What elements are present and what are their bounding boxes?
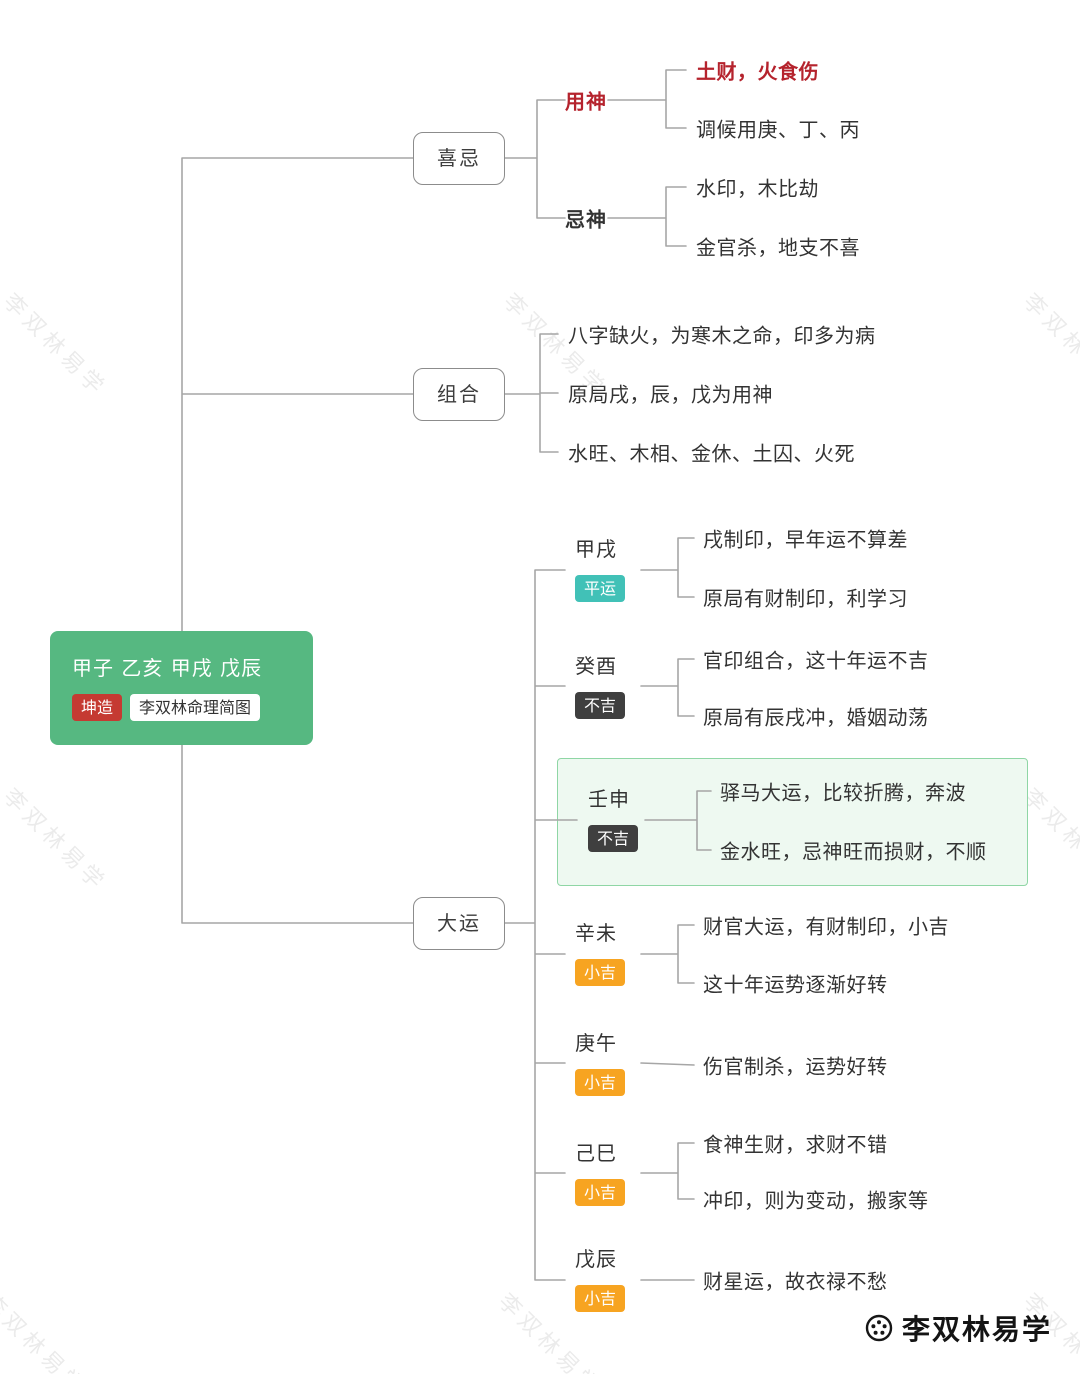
leaf-jishen-1: 水印，木比劫 xyxy=(696,176,819,201)
status-badge: 不吉 xyxy=(575,692,626,719)
branch-zuhe: 组合 xyxy=(413,368,505,421)
leaf-jisi-2: 冲印，则为变动，搬家等 xyxy=(703,1188,929,1213)
leaf-wuchen-1: 财星运，故衣禄不愁 xyxy=(703,1269,888,1294)
root-node: 甲子 乙亥 甲戌 戊辰 坤造 李双林命理简图 xyxy=(50,631,313,745)
leaf-renshen-1: 驿马大运，比较折腾，奔波 xyxy=(720,780,966,805)
status-badge: 小吉 xyxy=(575,1179,626,1206)
dayun-node-guiyou: 癸酉 不吉 xyxy=(575,653,626,719)
status-badge: 平运 xyxy=(575,575,626,602)
leaf-xinwei-2: 这十年运势逐渐好转 xyxy=(703,972,888,997)
branch-dayun: 大运 xyxy=(413,897,505,950)
leaf-jishen-2: 金官杀，地支不喜 xyxy=(696,235,860,260)
dayun-node-xinwei: 辛未 小吉 xyxy=(575,920,626,986)
highlight-box-renshen xyxy=(557,758,1028,886)
leaf-renshen-2: 金水旺，忌神旺而损财，不顺 xyxy=(720,839,987,864)
leaf-gengwu-1: 伤官制杀，运势好转 xyxy=(703,1054,888,1079)
status-badge: 小吉 xyxy=(575,1285,626,1312)
chart-title-badge: 李双林命理简图 xyxy=(130,694,261,721)
dayun-label: 戊辰 xyxy=(575,1247,617,1271)
dayun-label: 辛未 xyxy=(575,921,617,945)
logo-icon xyxy=(864,1313,894,1343)
leaf-jisi-1: 食神生财，求财不错 xyxy=(703,1132,888,1157)
leaf-jiaxu-1: 戌制印，早年运不算差 xyxy=(703,527,908,552)
status-badge: 小吉 xyxy=(575,1069,626,1096)
root-badges: 坤造 李双林命理简图 xyxy=(72,694,291,721)
leaf-jiaxu-2: 原局有财制印，利学习 xyxy=(703,586,908,611)
node-yongshen: 用神 xyxy=(565,89,607,114)
node-jishen: 忌神 xyxy=(565,207,607,232)
dayun-node-jisi: 己巳 小吉 xyxy=(575,1140,626,1206)
logo-text: 李双林易学 xyxy=(902,1313,1053,1346)
dayun-label: 甲戌 xyxy=(575,537,617,561)
leaf-yongshen-2: 调候用庚、丁、丙 xyxy=(696,117,860,142)
status-badge: 不吉 xyxy=(588,825,639,852)
brand-logo: 李双林易学 xyxy=(864,1308,1052,1348)
dayun-node-gengwu: 庚午 小吉 xyxy=(575,1030,626,1096)
leaf-zuhe-1: 八字缺火，为寒木之命，印多为病 xyxy=(568,323,876,348)
root-bazi-text: 甲子 乙亥 甲戌 戊辰 xyxy=(72,656,263,680)
dayun-label: 庚午 xyxy=(575,1031,617,1055)
dayun-label: 壬申 xyxy=(588,787,630,811)
leaf-zuhe-2: 原局戌，辰，戊为用神 xyxy=(568,382,773,407)
leaf-xinwei-1: 财官大运，有财制印，小吉 xyxy=(703,914,949,939)
dayun-node-renshen: 壬申 不吉 xyxy=(588,786,639,852)
leaf-zuhe-3: 水旺、木相、金休、土囚、火死 xyxy=(568,441,855,466)
status-badge: 小吉 xyxy=(575,959,626,986)
leaf-guiyou-1: 官印组合，这十年运不吉 xyxy=(703,648,929,673)
dayun-label: 己巳 xyxy=(575,1141,617,1165)
kunzao-badge: 坤造 xyxy=(72,694,123,721)
dayun-node-jiaxu: 甲戌 平运 xyxy=(575,536,626,602)
dayun-node-wuchen: 戊辰 小吉 xyxy=(575,1246,626,1312)
leaf-guiyou-2: 原局有辰戌冲，婚姻动荡 xyxy=(703,705,929,730)
leaf-yongshen-1: 土财，火食伤 xyxy=(696,59,819,84)
dayun-label: 癸酉 xyxy=(575,654,617,678)
branch-xiji: 喜忌 xyxy=(413,132,505,185)
